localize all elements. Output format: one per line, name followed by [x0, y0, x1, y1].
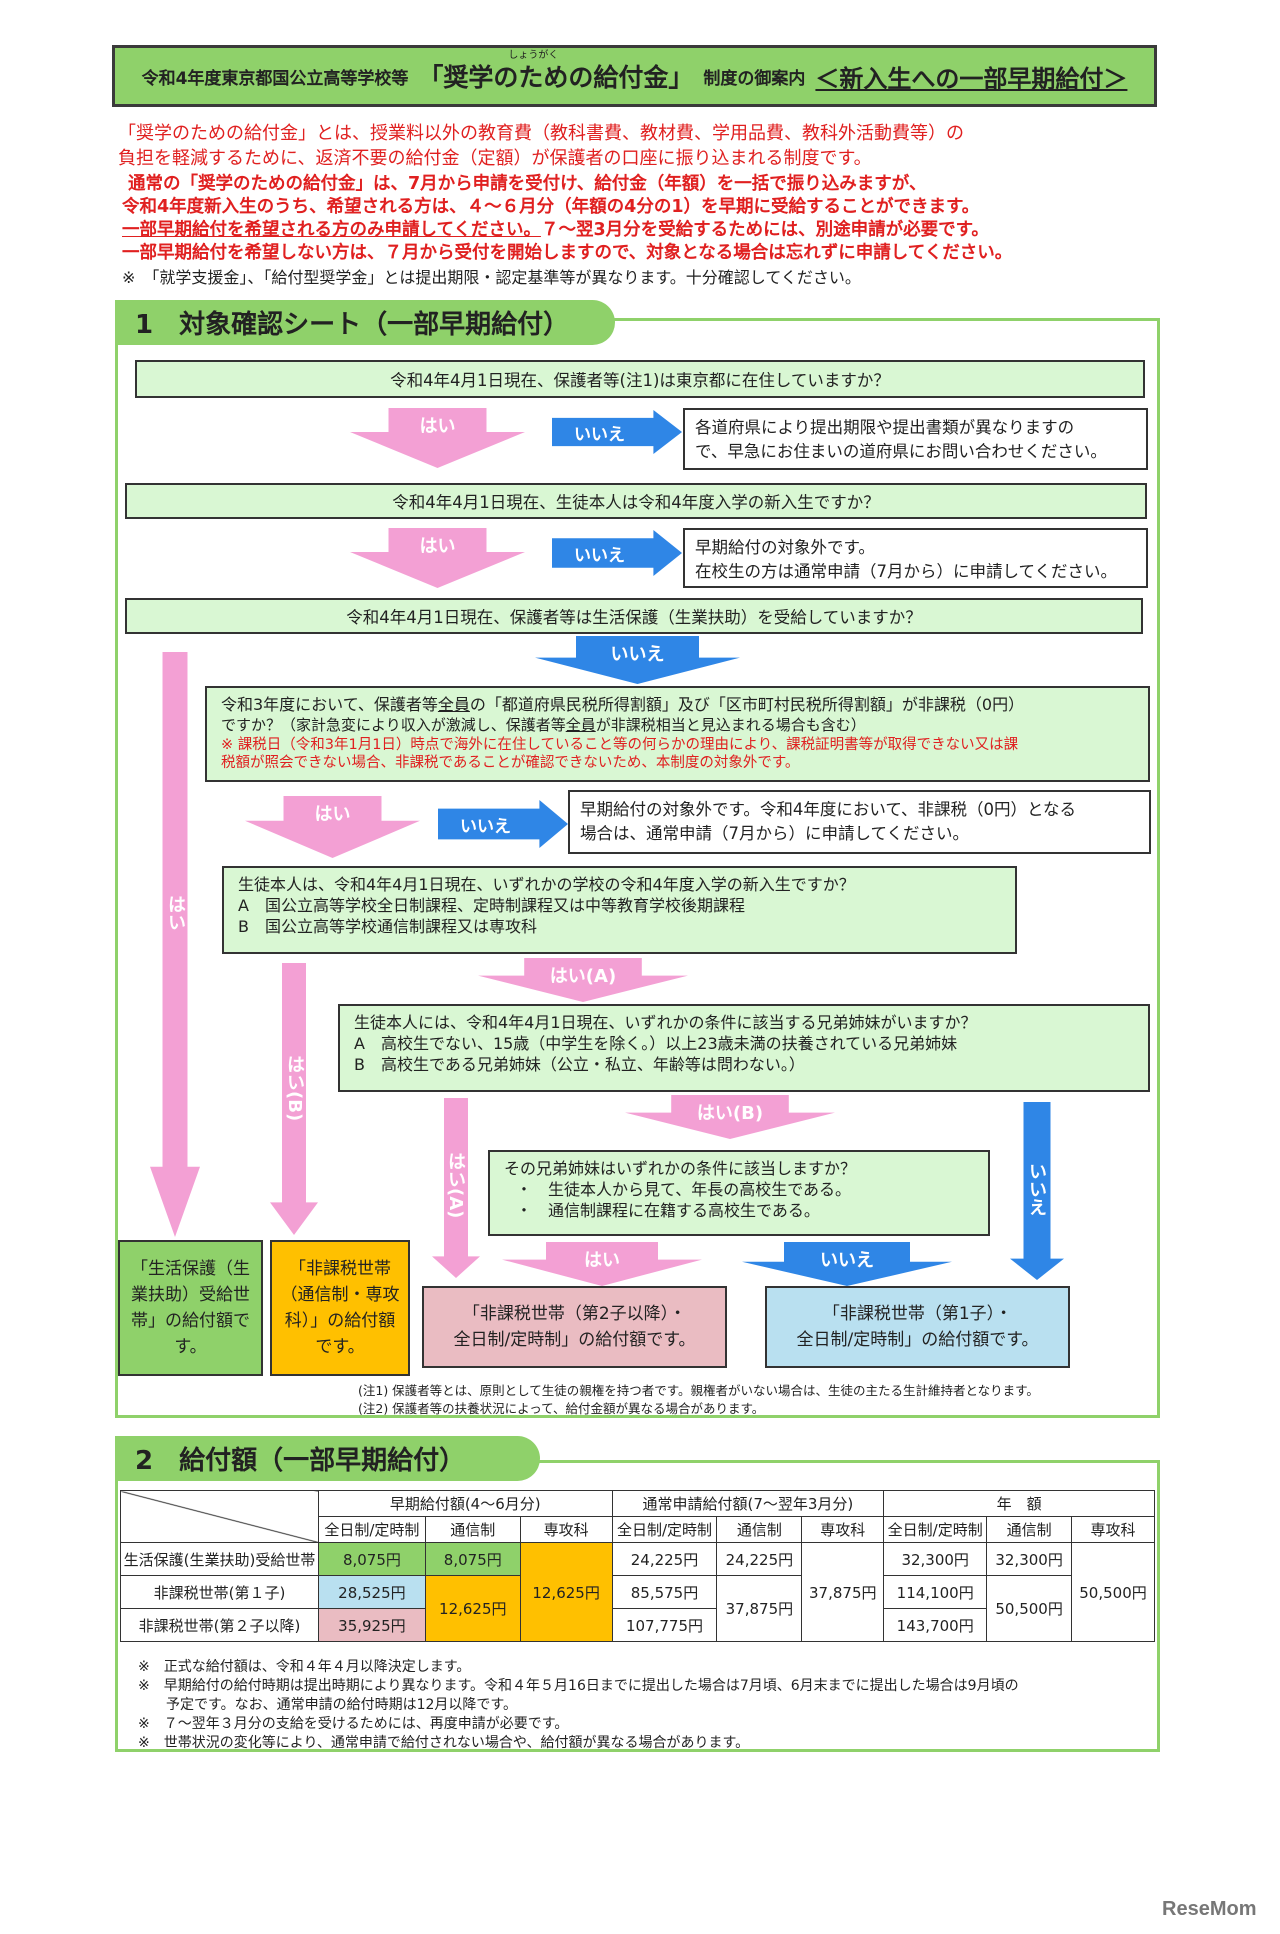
note-1: (注1) 保護者等とは、原則として生徒の親権を持つ者です。親権者がいない場合は、…	[358, 1383, 1039, 1398]
result-seikatsu: 「生活保護（生業扶助）受給世帯」の給付額です。	[118, 1240, 263, 1376]
th-senkou: 専攻科	[801, 1516, 885, 1543]
q5-yesB-label: はい(B)	[284, 1055, 305, 1122]
th-normal: 通常申請給付額(7～翌年3月分)	[611, 1490, 885, 1517]
q5-box: 生徒本人は、令和4年4月1日現在、いずれかの学校の令和4年度入学の新入生ですか？…	[222, 866, 1017, 954]
th-tsushin: 通信制	[986, 1516, 1073, 1543]
title-main: しょうがく「奨学のための給付金」	[418, 50, 693, 94]
cell: 32,300円	[986, 1542, 1073, 1576]
q4-no-box: 早期給付の対象外です。令和4年度において、非課税（0円）となる場合は、通常申請（…	[568, 790, 1151, 854]
intro-note: ※ 「就学支援金」、「給付型奨学金」とは提出期限・認定基準等が異なります。十分確…	[122, 268, 861, 287]
cell: 85,575円	[611, 1575, 718, 1609]
th-full: 全日制/定時制	[317, 1516, 426, 1543]
cell: 50,500円	[1071, 1542, 1155, 1642]
cell: 8,075円	[424, 1542, 521, 1576]
section2-frame	[115, 1460, 1160, 1752]
cell: 8,075円	[317, 1542, 426, 1576]
cell: 37,875円	[716, 1575, 803, 1642]
row-label: 生活保護(生業扶助)受給世帯	[120, 1542, 319, 1576]
cell: 114,100円	[883, 1575, 988, 1609]
th-senkou: 専攻科	[519, 1516, 613, 1543]
footnote: ※ 正式な給付額は、令和４年４月以降決定します。	[138, 1659, 471, 1675]
cell: 24,225円	[611, 1542, 718, 1576]
table-corner	[120, 1490, 319, 1543]
result-second-child: 「非課税世帯（第2子以降）・全日制/定時制」の給付額です。	[422, 1286, 727, 1368]
intro-line2: 負担を軽減するために、返済不要の給付金（定額）が保護者の口座に振り込まれる制度で…	[118, 148, 872, 169]
q3-box: 令和4年4月1日現在、保護者等は生活保護（生業扶助）を受給していますか？	[125, 598, 1143, 634]
section1-tab: 1 対象確認シート（一部早期給付）	[115, 300, 615, 345]
th-tsushin: 通信制	[424, 1516, 521, 1543]
q4-red1: ※ 課税日（令和3年1月1日）時点で海外に在住していること等の何らかの理由により…	[221, 737, 1019, 753]
q4-box: 令和3年度において、保護者等全員の「都道府県民税所得割額」及び「区市町村民税所得…	[205, 686, 1150, 782]
note-2: (注2) 保護者等の扶養状況によって、給付金額が異なる場合があります。	[358, 1401, 765, 1416]
amount-table: 早期給付額(4～6月分) 通常申請給付額(7～翌年3月分) 年 額 全日制/定時…	[120, 1490, 1155, 1642]
intro-bold2: 令和4年度新入生のうち、希望される方は、４～６月分（年額の4分の1）を早期に受給…	[122, 197, 980, 217]
th-annual: 年 額	[883, 1490, 1155, 1517]
cell: 107,775円	[611, 1608, 718, 1642]
title-suffix: 制度の御案内	[703, 68, 806, 89]
intro-bold1: 通常の「奨学のための給付金」は、7月から申請を受付け、給付金（年額）を一括で振り…	[128, 174, 927, 194]
th-full: 全日制/定時制	[883, 1516, 988, 1543]
footnote: 予定です。なお、通常申請の給付時期は12月以降です。	[138, 1697, 518, 1713]
cell: 24,225円	[716, 1542, 803, 1576]
th-full: 全日制/定時制	[611, 1516, 718, 1543]
th-senkou: 専攻科	[1071, 1516, 1155, 1543]
title-highlight: ＜新入生への一部早期給付＞	[815, 64, 1128, 93]
q4-red2: 税額が照会できない場合、非課税であることが確認できないため、本制度の対象外です。	[221, 755, 800, 771]
intro-line1: 「奨学のための給付金」とは、授業料以外の教育費（教科書費、教材費、学用品費、教科…	[118, 123, 964, 144]
cell: 12,625円	[519, 1542, 613, 1642]
q3-yes-label: はい	[165, 895, 186, 931]
section2-tab: 2 給付額（一部早期給付）	[115, 1436, 540, 1481]
q2-no-box: 早期給付の対象外です。在校生の方は通常申請（7月から）に申請してください。	[683, 528, 1148, 588]
cell: 12,625円	[424, 1575, 521, 1642]
row-label: 非課税世帯(第１子)	[120, 1575, 319, 1609]
footnote: ※ 世帯状況の変化等により、通常申請で給付されない場合や、給付額が異なる場合があ…	[138, 1735, 750, 1751]
q1-no-box: 各道府県により提出期限や提出書類が異なりますので、早急にお住まいの道府県にお問い…	[683, 408, 1148, 470]
cell: 37,875円	[801, 1542, 885, 1642]
title-prefix: 令和4年度東京都国公立高等学校等	[141, 68, 409, 89]
cell: 35,925円	[317, 1608, 426, 1642]
footnote: ※ 早期給付の給付時期は提出時期により異なります。令和４年５月16日までに提出し…	[138, 1678, 1019, 1694]
watermark-logo: ReseMom	[1162, 1898, 1257, 1920]
title-ruby: しょうがく	[508, 50, 559, 61]
q7-box: その兄弟姉妹はいずれかの条件に該当しますか？ ・ 生徒本人から見て、年長の高校生…	[488, 1150, 990, 1236]
th-early: 早期給付額(4～6月分)	[317, 1490, 613, 1517]
cell: 28,525円	[317, 1575, 426, 1609]
q1-box: 令和4年4月1日現在、保護者等(注1)は東京都に在住していますか？	[135, 360, 1145, 398]
q2-box: 令和4年4月1日現在、生徒本人は令和4年度入学の新入生ですか？	[125, 483, 1147, 519]
q4-line2: ですか？（家計急変により収入が激減し、保護者等全員が非課税相当と見込まれる場合も…	[221, 716, 866, 734]
intro-bold3: 一部早期給付を希望される方のみ申請してください。７～翌3月分を受給するためには、…	[122, 220, 989, 240]
th-tsushin: 通信制	[716, 1516, 803, 1543]
page-title: 令和4年度東京都国公立高等学校等 しょうがく「奨学のための給付金」 制度の御案内…	[112, 45, 1157, 107]
footnote: ※ ７～翌年３月分の支給を受けるためには、再度申請が必要です。	[138, 1716, 569, 1732]
cell: 32,300円	[883, 1542, 988, 1576]
result-first-child: 「非課税世帯（第1子）・全日制/定時制」の給付額です。	[765, 1286, 1070, 1368]
q6-no-label: いいえ	[1026, 1162, 1047, 1216]
row-label: 非課税世帯(第２子以降)	[120, 1608, 319, 1642]
cell: 143,700円	[883, 1608, 988, 1642]
result-tsushin: 「非課税世帯（通信制・専攻科）」の給付額です。	[270, 1240, 410, 1376]
intro-bold4: 一部早期給付を希望しない方は、７月から受付を開始しますので、対象となる場合は忘れ…	[122, 243, 1013, 263]
cell: 50,500円	[986, 1575, 1073, 1642]
q6-yesA-label: はい(A)	[445, 1152, 466, 1219]
q6-box: 生徒本人には、令和4年4月1日現在、いずれかの条件に該当する兄弟姉妹がいますか？…	[338, 1004, 1150, 1092]
section1-frame	[115, 318, 1160, 1418]
q4-line1: 令和3年度において、保護者等全員の「都道府県民税所得割額」及び「区市町村民税所得…	[221, 695, 1025, 714]
